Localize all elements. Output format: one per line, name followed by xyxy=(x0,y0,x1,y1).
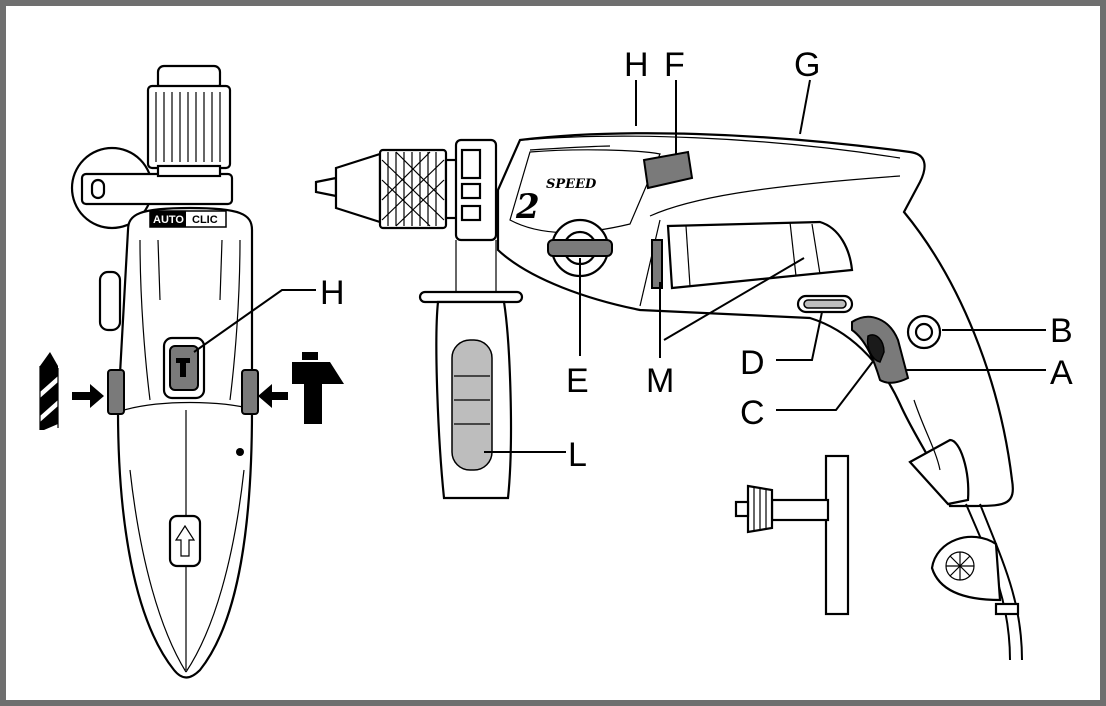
label-a: A xyxy=(1050,354,1073,392)
top-chuck xyxy=(146,84,232,170)
side-chuck-nose xyxy=(334,152,382,224)
leader-g xyxy=(799,79,811,135)
leader-c xyxy=(776,359,875,411)
label-b: B xyxy=(1050,312,1073,350)
chuck-key xyxy=(734,454,850,616)
hammer-mode-arrow xyxy=(258,384,288,408)
leader-h-side xyxy=(193,289,316,353)
side-drill-housing xyxy=(496,132,1014,508)
direction-button[interactable] xyxy=(168,514,202,568)
top-drill-body xyxy=(116,206,254,679)
speed-badge-area xyxy=(509,149,661,234)
label-d: D xyxy=(740,344,765,382)
label-m: M xyxy=(646,362,674,400)
drill-side-view: 2 SPEED xyxy=(314,132,1023,661)
side-chuck-tip xyxy=(314,176,338,198)
aux-handle-flange xyxy=(418,290,524,304)
gear-selector-knob[interactable] xyxy=(547,239,613,257)
leader-m2 xyxy=(663,257,805,341)
cord-guard xyxy=(930,535,1002,602)
drill-mode-arrow xyxy=(72,384,104,408)
clic-text: CLIC xyxy=(192,214,218,226)
label-f: F xyxy=(664,46,685,84)
hammer-icon xyxy=(292,352,344,424)
speed-word: SPEED xyxy=(546,177,597,192)
label-h-side: H xyxy=(320,274,345,312)
vent-marker-m xyxy=(651,239,663,289)
drill-top-view: AUTO CLIC xyxy=(70,64,259,679)
drill-bit-icon xyxy=(39,352,59,430)
leader-d xyxy=(776,311,823,361)
side-knob xyxy=(98,270,122,332)
handle-base xyxy=(908,438,970,506)
auto-text: AUTO xyxy=(153,214,184,226)
speed-number: 2 xyxy=(515,187,540,227)
drill-mode-button[interactable] xyxy=(107,369,125,415)
label-e: E xyxy=(566,362,589,400)
hammer-mode-button[interactable] xyxy=(241,369,259,415)
label-c: C xyxy=(740,394,765,432)
vent-window xyxy=(666,220,854,290)
label-g: G xyxy=(794,46,820,84)
speed-selector-f[interactable] xyxy=(642,150,694,190)
reverse-button-c[interactable] xyxy=(866,334,885,363)
label-l: L xyxy=(568,436,587,474)
label-h: H xyxy=(624,46,649,84)
aux-handle-grip-pad xyxy=(451,339,493,471)
